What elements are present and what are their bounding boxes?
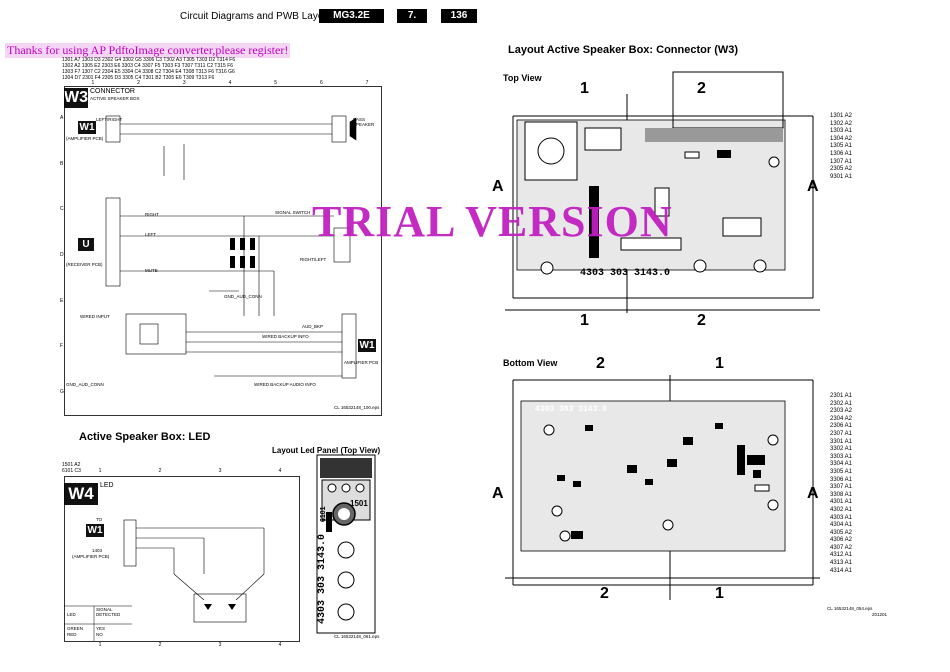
led-to-num: 1403 [92,548,103,553]
led-to-label: TO [96,517,103,522]
top-col-1: 1 [580,80,589,97]
led-layout-title: Layout Led Panel (Top View) [272,446,381,455]
schematic-w3-index: 1301 A7 1303 D3 2302 G4 3302 G5 3306 C3 … [62,57,236,81]
w3-label-gnd-conn-2: GND_AUD_CONN [224,294,262,299]
w3-to-amp-tag: W1 [358,339,376,352]
header-chapter: 7. [397,9,427,23]
w3-label-wired-input: WIRED INPUT [80,314,110,319]
schematic-w3-footer: CL 16532148_100.eps [334,405,380,410]
led-footer: CL 16532148_061.eps [334,634,380,639]
top-pcb-code: 4303 303 3143.0 [580,268,671,279]
led-table-head-signal: SIGNAL DETECTED [96,607,121,617]
schematic-w3-drawing [64,86,382,416]
schematic-w3-title: CONNECTOR [90,88,135,95]
w3-label-wired-backup: WIRED BACKUP INFO [262,334,309,339]
led-section-title: Active Speaker Box: LED [79,431,211,443]
led-panel-pcb-code: 4303 303 3143.0 [317,533,328,624]
layout-bottom-pcb-drawing [505,375,820,600]
layout-bottom-view-label: Bottom View [503,358,558,368]
w3-from-amp-desc: (AMPLIFIER PCB) [66,136,104,141]
led-panel-part-1501: 1501 [350,499,368,508]
schematic-w3-tag: W3 [64,88,88,108]
w3-label-bass: BASS SPEAKER [353,117,375,127]
led-schematic-drawing [64,476,300,642]
led-panel-drawing [316,454,376,634]
layout-top-pcb-drawing [505,71,820,313]
w3-to-amp-desc: AMPLIFIER PCB [344,360,379,365]
led-table-green: GREEN [67,626,84,631]
w3-from-amp-tag: W1 [78,121,96,134]
bottom-col-1-bottom: 1 [715,585,724,602]
w3-label-rightleft: RIGHT/LEFT [300,257,327,262]
bottom-col-2: 2 [596,355,605,372]
led-panel-part-6101: 6101 [320,506,327,522]
bottom-col-1: 1 [715,355,724,372]
w3-from-receiver-tag: U [78,238,94,251]
w3-label-mute: MUTE [145,268,158,273]
layout-w3-title: Layout Active Speaker Box: Connector (W3… [508,44,739,56]
led-table-yes: YES [96,626,106,631]
led-table-head-led: LED [67,612,76,617]
layout-w3-footer-date: 201201 [872,612,888,617]
top-col-2-bottom: 2 [697,312,706,329]
led-sub: LED [100,482,114,489]
led-table-no: NO [96,632,103,637]
led-to-tag: W1 [86,524,104,537]
w3-label-wired-backup-audio: WIRED BACKUP AUDIO INFO [254,382,316,387]
w3-label-aud-bkp: AUD_BKP [302,324,324,329]
header-page: 136 [441,9,477,23]
top-col-1-bottom: 1 [580,312,589,329]
layout-top-view-label: Top View [503,73,542,83]
led-tag: W4 [64,483,98,505]
layout-w3-footer: CL 16532148_054.eps [827,606,873,611]
led-index: 1501 A2 6101 C3 [62,462,81,474]
w3-label-left: LEFT [145,232,157,237]
header-section: Circuit Diagrams and PWB Layouts [180,11,337,22]
top-row-a-left: A [492,178,504,195]
w3-label-leftright: LEFT/RIGHT [96,117,123,122]
led-table-red: RED [67,632,77,637]
schematic-w3-subtitle: ACTIVE SPEAKER BOX [90,96,140,101]
w3-label-right: RIGHT [145,212,159,217]
led-to-desc: (AMPLIFIER PCB) [72,554,110,559]
trial-watermark: TRIAL VERSION [312,197,673,246]
w3-label-gnd-conn: GND_AUD_CONN [66,382,104,387]
top-col-2: 2 [697,80,706,97]
bottom-pcb-code: 4303 303 3143.0 [535,405,608,414]
w3-from-receiver-desc: (RECEIVER PCB) [66,262,103,267]
bottom-row-a-left: A [492,485,504,502]
header-model: MG3.2E [319,9,384,23]
bottom-col-2-bottom: 2 [600,585,609,602]
w3-label-signal-switch: SIGNAL SWITCH [275,210,311,215]
trial-banner[interactable]: Thanks for using AP PdftoImage converter… [5,43,291,58]
